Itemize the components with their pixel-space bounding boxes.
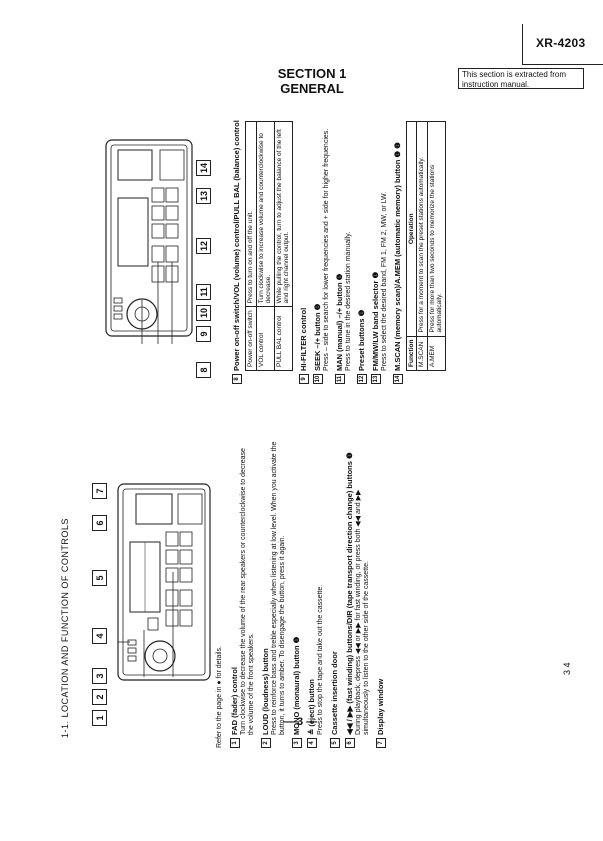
model-number: XR-4203 (536, 36, 586, 50)
callout-8: 8 (196, 362, 211, 378)
callout-1: 1 (92, 710, 107, 726)
item-num: 10 (312, 374, 323, 384)
item-num: 1 (230, 738, 241, 748)
item-num: 14 (392, 374, 403, 384)
callout-6: 6 (92, 515, 107, 531)
item-13: 13 FM/MW/LW band selector ❶ Press to sele… (371, 84, 389, 384)
unit-drawing-left (117, 483, 211, 681)
section-title: GENERAL (280, 81, 344, 96)
item-title: MAN (manual) –/+ button ❶ (334, 273, 344, 371)
item-14: 14 M.SCAN (memory scan)/A.MEM (automatic … (393, 84, 403, 384)
table-header-row: Function Operation (406, 121, 417, 371)
item-title: Display window (376, 678, 386, 735)
callout-10: 10 (196, 305, 211, 321)
item-title: SEEK –/+ button ❶ (312, 303, 322, 371)
callout-5: 5 (92, 570, 107, 586)
item-title: Cassette insertion door (330, 651, 340, 735)
item-num: 13 (370, 374, 381, 384)
right-text-column: 8 Power on-off switch/VOL (volume) contro… (232, 84, 446, 384)
callout-13: 13 (196, 188, 211, 204)
item-title: FAD (fader) control (230, 667, 239, 735)
callout-3: 3 (92, 668, 107, 684)
item-title: Preset buttons ❶ (356, 309, 366, 371)
item-num: 4 (307, 738, 318, 748)
item-title: M.SCAN (memory scan)/A.MEM (automatic me… (392, 142, 402, 371)
item-num: 8 (232, 374, 243, 384)
item-desc: Press to select the desired band, FM 1, … (380, 191, 388, 371)
section-number: SECTION 1 (277, 66, 347, 81)
refer-note: Refer to the page in ● for details. (216, 646, 223, 748)
model-box (522, 24, 603, 65)
item-num: 2 (261, 738, 272, 748)
callout-4: 4 (92, 628, 107, 644)
page-number: — 3 — (283, 716, 318, 728)
item-title: FM/MW/LW band selector ❶ (370, 271, 380, 371)
item-num: 7 (376, 738, 387, 748)
item-num: 3 (292, 738, 303, 748)
callout-11: 11 (196, 284, 211, 300)
callout-12: 12 (196, 238, 211, 254)
item-9: 9 HI-FILTER control (299, 84, 309, 384)
callout-7: 7 (92, 483, 107, 499)
item-11: 11 MAN (manual) –/+ button ❶ Press to tun… (335, 84, 353, 384)
item-10: 10 SEEK –/+ button ❶ Press – side to sear… (313, 84, 331, 384)
side-page-number: 3 4 (562, 662, 572, 675)
item-desc: Press to tune in the desired station man… (344, 231, 352, 371)
item-desc: Press – side to search for lower frequen… (322, 128, 330, 371)
controls-heading: 1-1. LOCATION AND FUNCTION OF CONTROLS (60, 518, 70, 738)
item-title: HI-FILTER control (298, 307, 308, 371)
unit-drawing-right (105, 139, 193, 344)
item-12: 12 Preset buttons ❶ (357, 84, 367, 384)
callout-9: 9 (196, 326, 211, 342)
extract-note: This section is extracted from instructi… (458, 68, 584, 89)
section-heading: SECTION 1 GENERAL (262, 66, 362, 96)
callout-14: 14 (196, 160, 211, 176)
callout-2: 2 (92, 689, 107, 705)
item-num: 6 (345, 738, 356, 748)
item-title: ◀◀ / ▶▶ (fast winding) buttons/DIR (tape… (345, 452, 355, 735)
item-num: 9 (298, 374, 309, 384)
item-num: 12 (356, 374, 367, 384)
item-num: 5 (330, 738, 341, 748)
item-num: 11 (334, 374, 345, 384)
item8-title: Power on-off switch/VOL (volume) control… (232, 120, 241, 371)
item-title: LOUD (loudness) button (261, 648, 271, 735)
